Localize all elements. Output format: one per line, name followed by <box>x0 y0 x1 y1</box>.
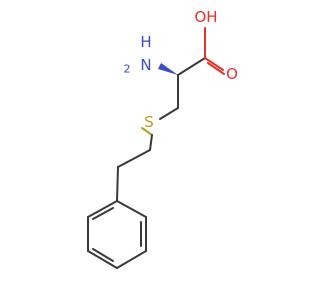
amine-n-label: N <box>140 56 151 74</box>
bond-cb-s <box>159 107 179 120</box>
sulfur-label: S <box>144 113 154 131</box>
carboxyl-oh-label: OH <box>194 8 217 26</box>
wedge-bond-n <box>158 63 178 75</box>
amine-h-label: H <box>140 33 151 51</box>
ring-bond-6 <box>87 200 118 218</box>
amine-subscript: 2 <box>124 63 131 76</box>
ring-bond-1 <box>116 200 147 218</box>
carbonyl-o-label: O <box>226 65 238 83</box>
bond-c1-c2 <box>177 57 206 76</box>
ring-bond-3 <box>116 250 147 269</box>
bond-cd-ring <box>116 166 119 202</box>
ring-double-3 <box>92 207 114 220</box>
ring-bond-4 <box>87 250 118 269</box>
ring-double-2 <box>92 248 114 262</box>
bond-c1-o-double-a <box>204 57 224 71</box>
bond-s-cc-2 <box>149 134 153 151</box>
bond-cc-cd <box>117 149 151 168</box>
benzene-ring <box>87 200 147 269</box>
molecule-structure: OH O H N 2 S <box>87 8 238 269</box>
bond-c1-o-double-b <box>207 62 225 75</box>
bond-s-cc <box>141 127 153 136</box>
